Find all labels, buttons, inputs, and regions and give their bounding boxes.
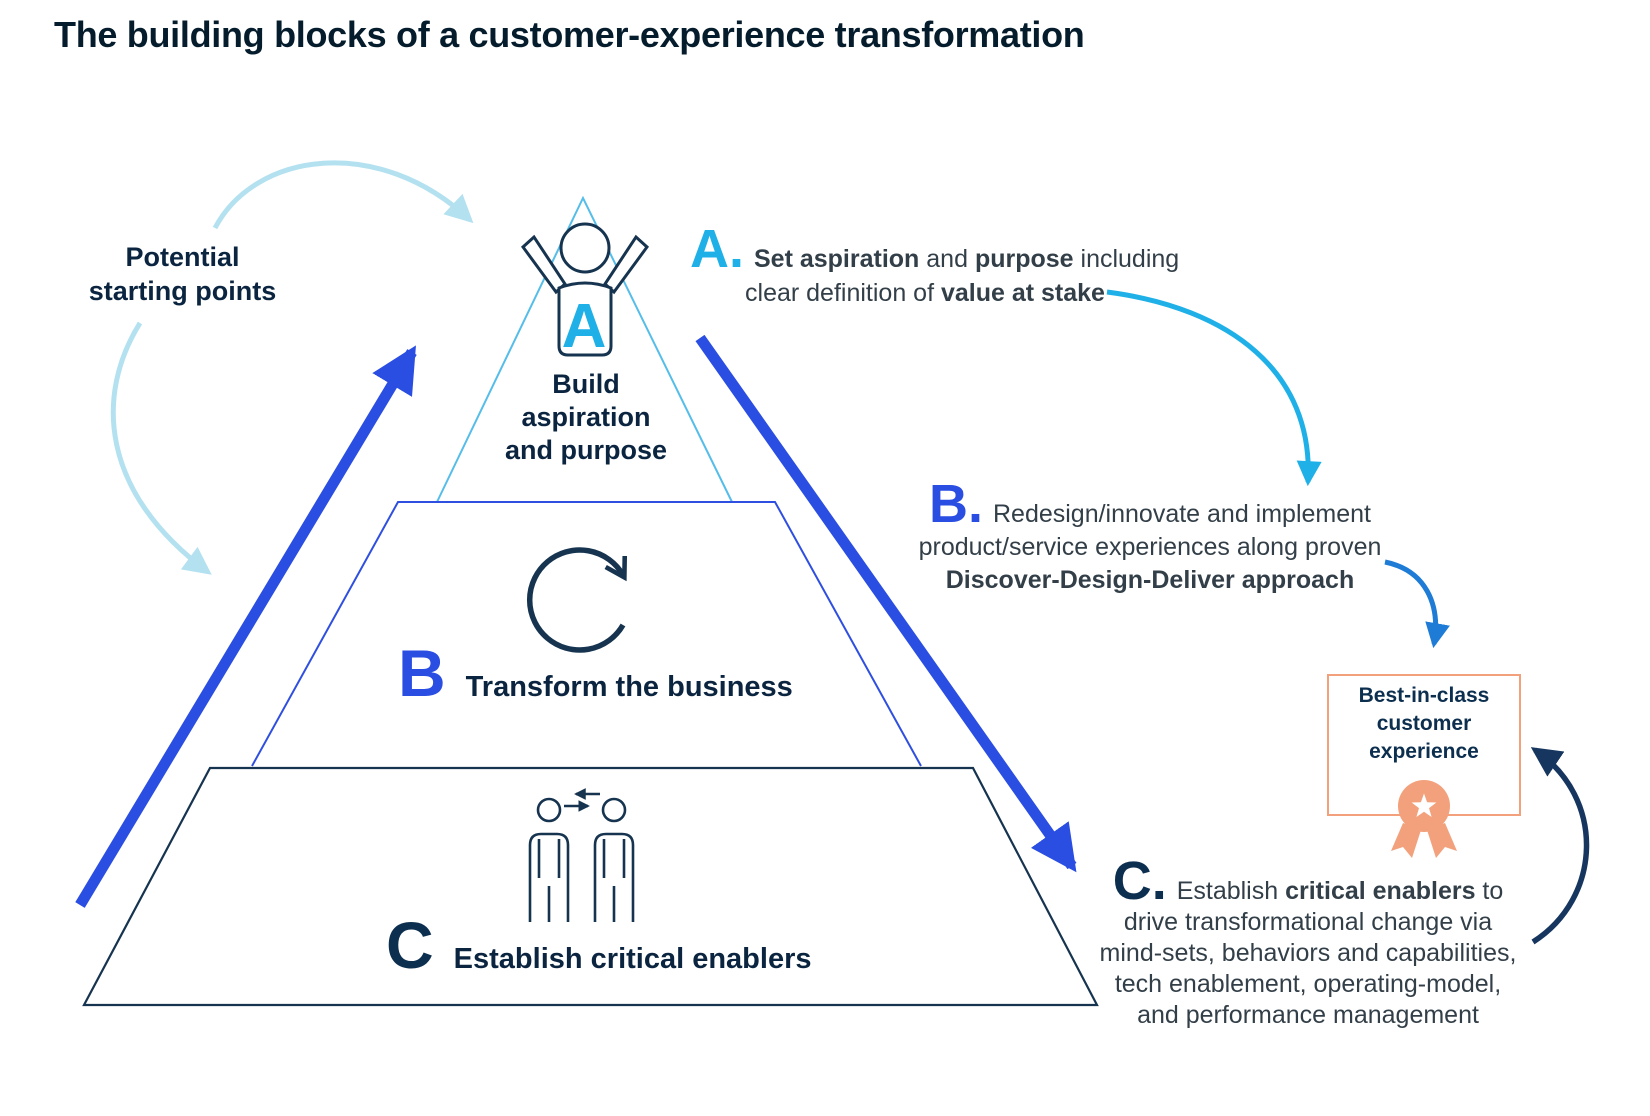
starting-point-arrow-top-icon [212,160,474,230]
people-exchange-icon [528,788,635,922]
descend-arrow-icon [695,334,1077,873]
page-title: The building blocks of a customer-experi… [54,14,1085,55]
tier-b-label: Transform the business [465,671,793,703]
pyramid-tier-c-trapezoid [82,766,1099,1007]
best-in-class-line-3: experience [1369,740,1479,763]
arrow-b-to-box-icon [1384,559,1450,649]
tier-c-letter: C [386,908,434,982]
tier-a-label-line-1: Build [552,369,620,399]
annotation-c-line-1: C.Establish critical enablers to [1112,851,1504,911]
annotation-a: A.Set aspiration and purpose including c… [690,219,1180,310]
refresh-cycle-icon [527,547,627,653]
tier-a-label-line-2: aspiration [521,402,651,432]
tier-c-label: Establish critical enablers [453,943,812,975]
annotation-c-line-4: tech enablement, operating-model, [1114,970,1502,998]
annotation-c-line-2: drive transformational change via [1123,908,1493,936]
tier-c-label-row: C Establish critical enablers [386,912,812,978]
annotation-c-line-3: mind-sets, behaviors and capabilities, [1099,939,1517,967]
pyramid-tier-b-trapezoid [251,501,922,767]
arrow-a-to-b-icon [1106,289,1322,487]
starting-points-line-1: Potential [125,242,240,272]
best-in-class-line-1: Best-in-class [1358,684,1490,707]
tier-b-label-row: B Transform the business [398,640,793,706]
best-in-class-label: Best-in-class customer experience [1328,682,1520,766]
annotation-a-line-2: clear definition of value at stake [745,279,1105,307]
annotation-b-line-3: Discover-Design-Deliver approach [945,566,1355,594]
tier-b-letter: B [398,636,446,710]
person-celebrating-icon [520,222,650,357]
tier-a-label-line-3: and purpose [504,435,667,465]
starting-points-label: Potential starting points [60,240,305,308]
annotation-b-line-2: product/service experiences along proven [918,533,1382,561]
starting-point-arrow-left-icon [110,321,212,575]
ascend-arrow-icon [75,345,417,908]
starting-points-line-2: starting points [88,276,277,306]
award-ribbon-icon [1391,780,1457,858]
tier-a-label: Build aspiration and purpose [436,368,736,467]
annotation-b-line-1: B.Redesign/innovate and implement [928,474,1371,534]
annotation-c: C.Establish critical enablers to drive t… [1060,851,1556,1031]
annotation-c-line-5: and performance management [1137,1001,1479,1029]
best-in-class-line-2: customer [1376,712,1472,735]
tier-a-letter: A [561,292,607,361]
arrow-c-to-box-icon [1530,747,1590,945]
annotation-a-line-1: A.Set aspiration and purpose including [690,219,1180,279]
annotation-b: B.Redesign/innovate and implement produc… [895,474,1405,597]
